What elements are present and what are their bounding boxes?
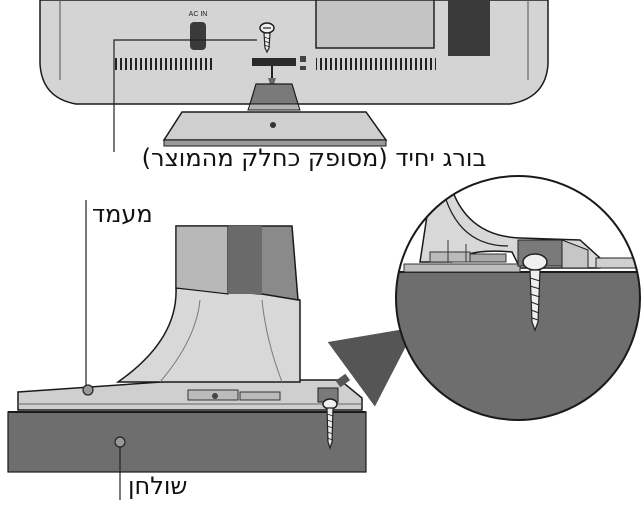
dashed-arrow-icon	[327, 327, 416, 407]
lock-indicator	[300, 56, 306, 62]
screw-leader-line	[113, 39, 257, 152]
tv-dark-panel	[448, 0, 490, 56]
zoom-circle-icon	[395, 175, 641, 421]
top-stand	[162, 83, 388, 147]
stand-slot	[252, 58, 296, 66]
ac-in-socket	[190, 22, 206, 50]
left-vent-grille	[112, 58, 212, 70]
stand-on-table	[17, 225, 363, 411]
top-screw-icon	[259, 22, 275, 54]
table	[7, 411, 367, 473]
stand-label: מעמד	[92, 200, 153, 228]
right-vent-grille	[316, 58, 436, 70]
screw-label: בורג יחיד (מסופק כחלק מהמוצר)	[141, 144, 487, 172]
ac-in-label: AC IN	[189, 11, 208, 18]
tv-back-view: AC IN	[39, 0, 549, 105]
stand-pointer-dot	[82, 384, 94, 396]
table-pointer-dot	[114, 436, 126, 448]
table-label: שולחן	[128, 472, 188, 500]
